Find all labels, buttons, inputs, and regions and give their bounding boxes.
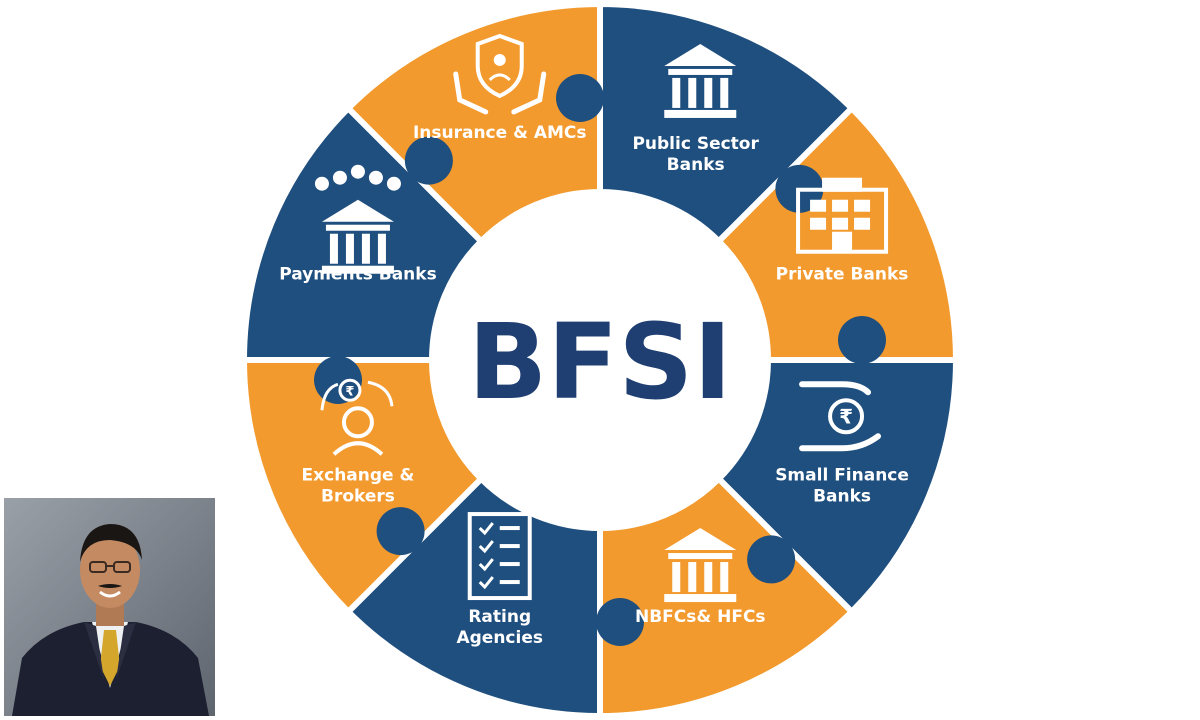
segment-label-insurance-amcs: Insurance & AMCs <box>413 123 587 143</box>
person-portrait-icon <box>4 498 215 716</box>
center-disc <box>432 192 768 528</box>
bank-building-icon <box>664 528 737 603</box>
puzzle-knob <box>556 74 604 122</box>
segment-label-private-banks: Private Banks <box>776 265 909 285</box>
rupee-hands-icon: ₹ <box>799 381 882 452</box>
bank-with-coins-icon <box>314 164 401 274</box>
center-title: BFSI <box>468 301 732 423</box>
puzzle-knob <box>838 316 886 364</box>
puzzle-knob <box>596 598 644 646</box>
broker-exchange-icon: ₹ <box>320 378 394 456</box>
segment-label-exchange-brokers: Exchange &Brokers <box>302 465 415 506</box>
svg-text:₹: ₹ <box>839 404 853 428</box>
puzzle-knob <box>404 136 453 185</box>
shield-hands-icon <box>453 33 547 115</box>
bank-building-icon <box>664 43 737 118</box>
segment-label-payments-banks: Payments Banks <box>279 265 437 285</box>
checklist-icon <box>467 512 532 601</box>
office-building-icon <box>796 177 889 254</box>
segment-icons: ₹₹ <box>314 33 889 603</box>
segment-label-nbfcs-hfcs: NBFCs& HFCs <box>635 607 766 627</box>
wheel-segments <box>240 0 960 720</box>
person-photo <box>4 498 215 716</box>
puzzle-knob <box>747 535 796 584</box>
puzzle-knob <box>376 507 425 556</box>
svg-text:₹: ₹ <box>345 384 354 399</box>
